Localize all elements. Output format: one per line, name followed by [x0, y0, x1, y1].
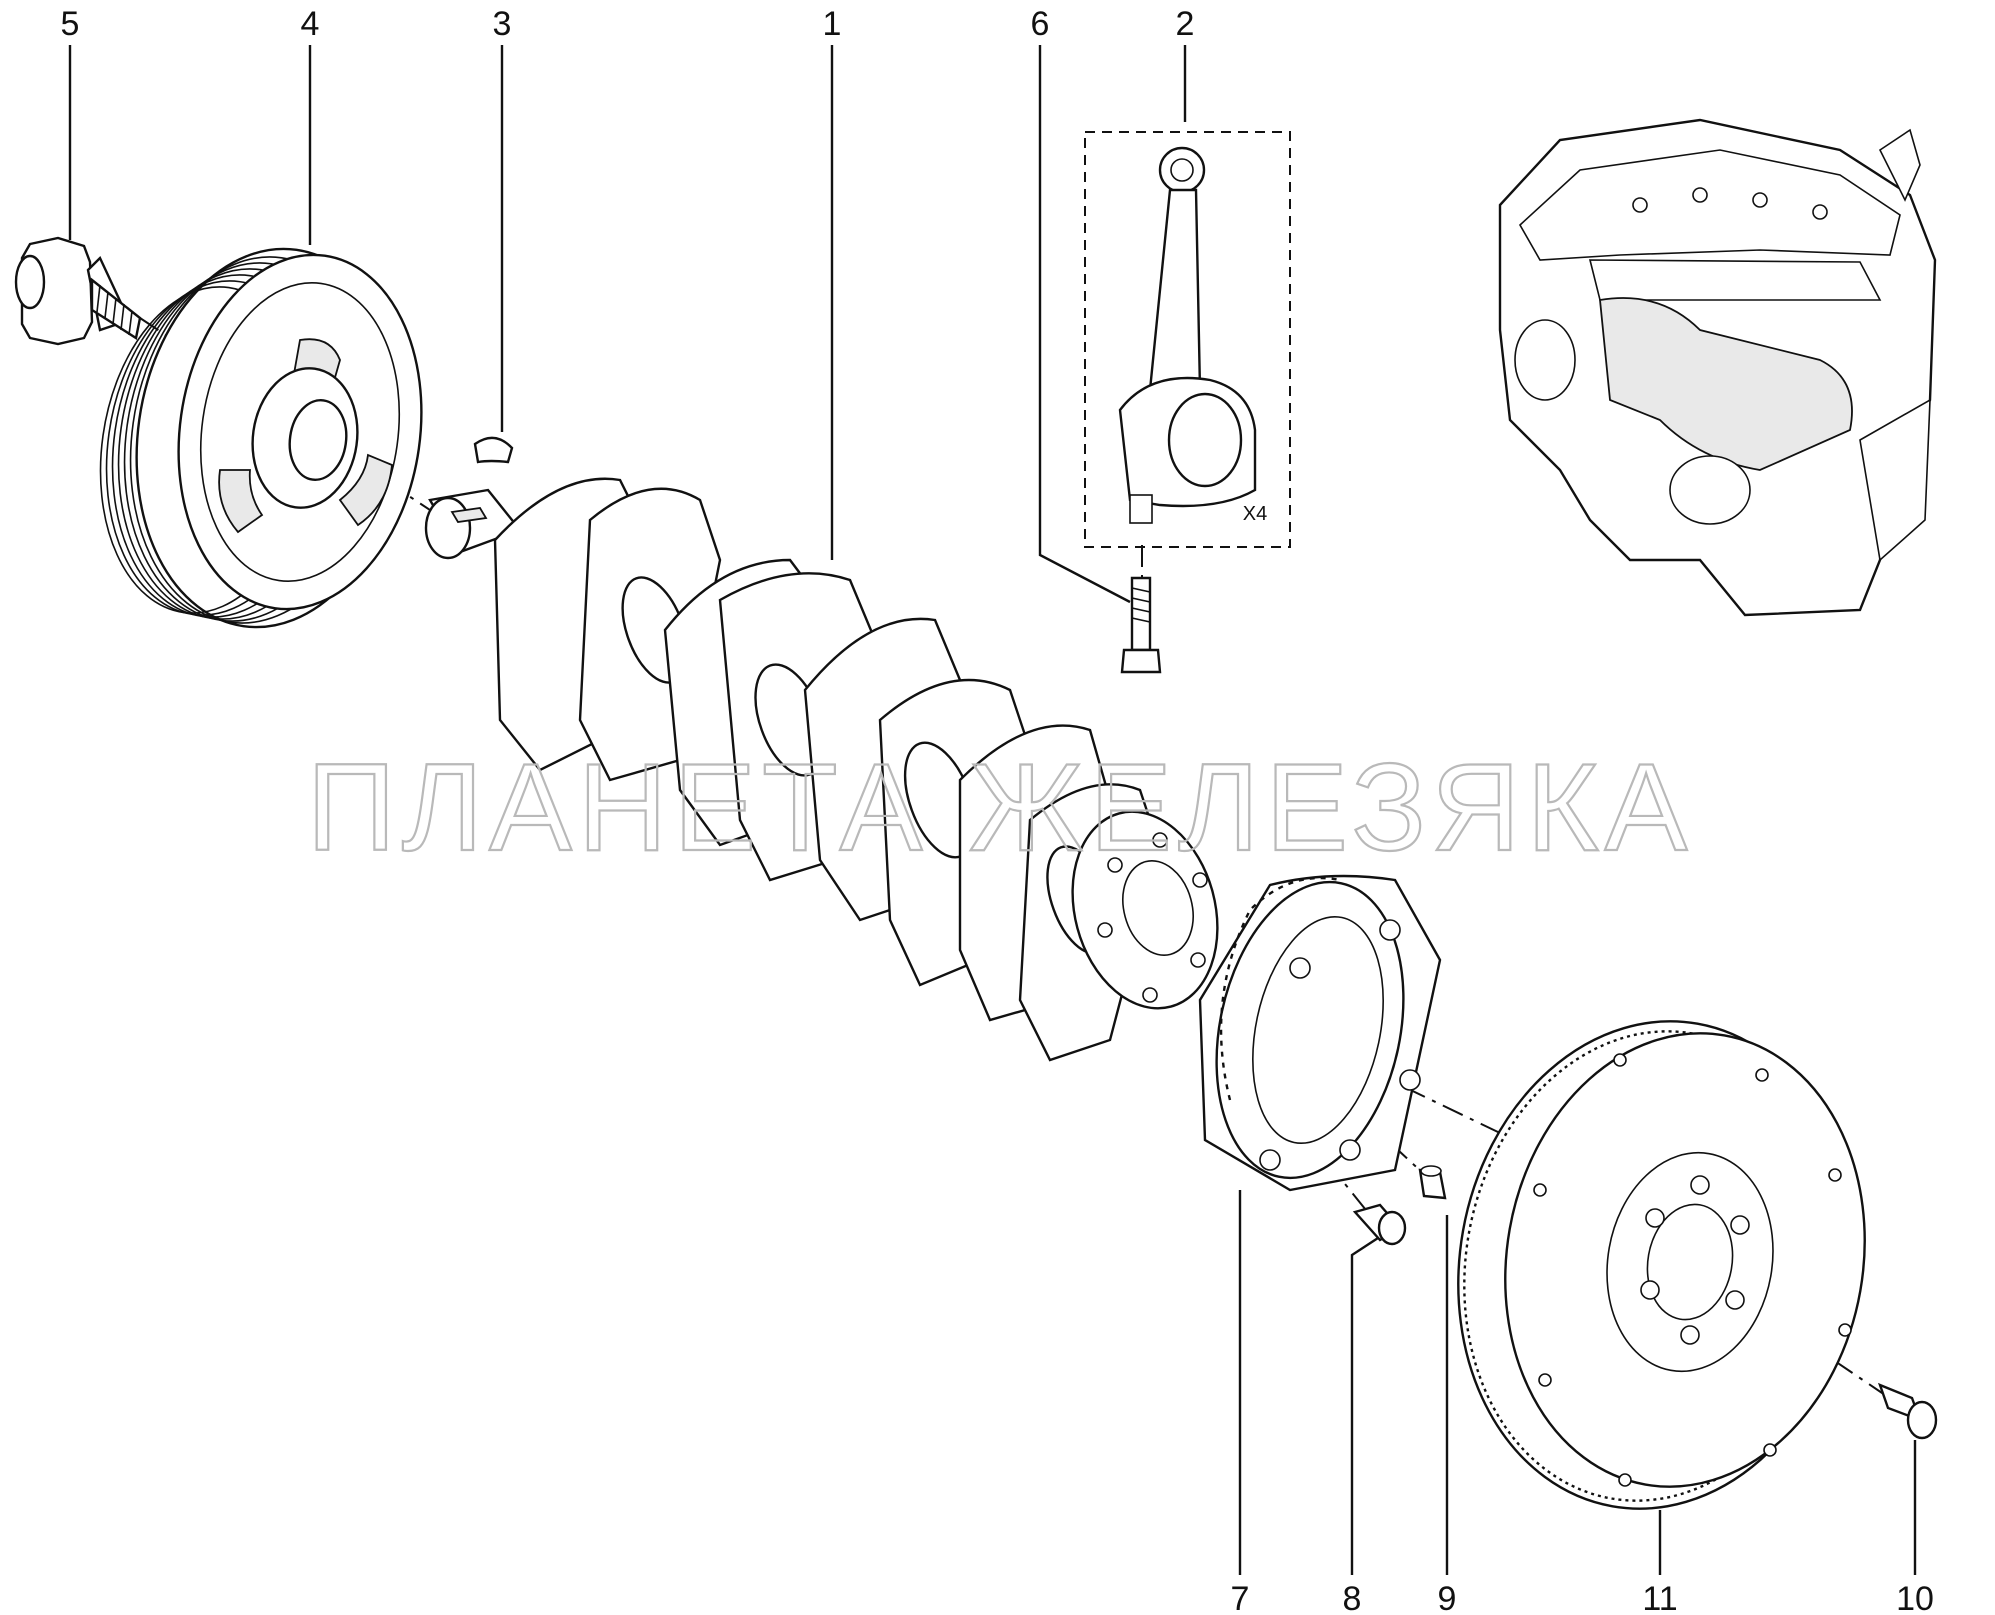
rod-bolt-head — [1120, 648, 1162, 674]
flywheel — [1457, 1020, 1866, 1510]
connecting-rod-bolt — [1120, 576, 1162, 674]
callout-10: 10 — [1896, 1580, 1934, 1615]
leader-line-8 — [1350, 1236, 1379, 1575]
callout-1: 1 — [823, 5, 842, 43]
connecting-rod-quantity-note: X4 — [1243, 503, 1267, 525]
bolt-head-face — [14, 254, 46, 310]
crankshaft — [424, 477, 1219, 1062]
callout-8: 8 — [1343, 1580, 1362, 1615]
flywheel-bolt — [1877, 1382, 1938, 1440]
connecting-rod-quantity-box — [1084, 131, 1291, 548]
engine-overview-image — [1498, 118, 1937, 617]
rod-beam — [1148, 188, 1202, 392]
crank-flange-holes — [1097, 832, 1208, 1003]
target-ring-inner — [1252, 915, 1384, 1145]
rod-small-end-bore — [1170, 158, 1194, 182]
callout-5: 5 — [61, 5, 80, 43]
engine-head-bolts — [1632, 187, 1828, 220]
engine-pulley — [1514, 319, 1576, 401]
rod-bolt-threads — [1131, 587, 1151, 623]
callout-7: 7 — [1231, 1580, 1250, 1615]
ring-bolt-head — [1377, 1210, 1407, 1246]
callout-9: 9 — [1438, 1580, 1457, 1615]
connecting-rod-group: X4 — [1084, 131, 1291, 548]
callout-3: 3 — [493, 5, 512, 43]
callout-6: 6 — [1031, 5, 1050, 43]
engine-lifting-bracket — [1878, 128, 1921, 202]
target-ring-bolt — [1352, 1203, 1407, 1246]
rod-cap-bolt-head — [1129, 494, 1153, 524]
dowel-pin-end — [1420, 1165, 1442, 1177]
crankshaft-keyway — [450, 507, 488, 523]
crank-flange-bore — [1122, 860, 1194, 956]
leader-line-6 — [1038, 45, 1131, 604]
crankshaft-pulley — [99, 247, 423, 629]
key-body — [473, 436, 514, 464]
callout-11: 11 — [1642, 1580, 1677, 1615]
callout-group: 5 4 3 1 6 2 7 8 9 11 10 — [61, 5, 1934, 1615]
engine-head-gasket-line — [1588, 259, 1882, 301]
pulley-window-left — [218, 469, 264, 534]
engine-oil-filter — [1669, 455, 1751, 525]
flywheel-bore — [1646, 1203, 1734, 1321]
pulley-bore — [288, 398, 348, 482]
bolt-threads — [96, 284, 133, 336]
flywheel-outer-holes — [1533, 1053, 1852, 1487]
flywheel-bolt-holes — [1640, 1175, 1750, 1345]
callout-2: 2 — [1176, 5, 1195, 43]
reluctor-target-ring — [1198, 874, 1442, 1192]
pulley-bolt — [14, 236, 142, 346]
target-ring-holes — [1259, 919, 1421, 1171]
watermark-text: ПЛАНЕТА ЖЕЛЕЗЯКА — [307, 739, 1694, 877]
engine-transmission-flange — [1859, 398, 1931, 562]
woodruff-key — [473, 436, 514, 464]
pulley-window-right — [338, 453, 393, 527]
flywheel-bolt-head — [1906, 1400, 1938, 1440]
engine-cylinder-head — [1518, 149, 1901, 261]
crankshaft-nose-end — [424, 496, 472, 560]
rod-big-end-bore — [1167, 392, 1243, 488]
dowel-pin — [1418, 1165, 1447, 1200]
callout-4: 4 — [301, 5, 320, 43]
engine-crankshaft-highlight — [1599, 297, 1853, 471]
